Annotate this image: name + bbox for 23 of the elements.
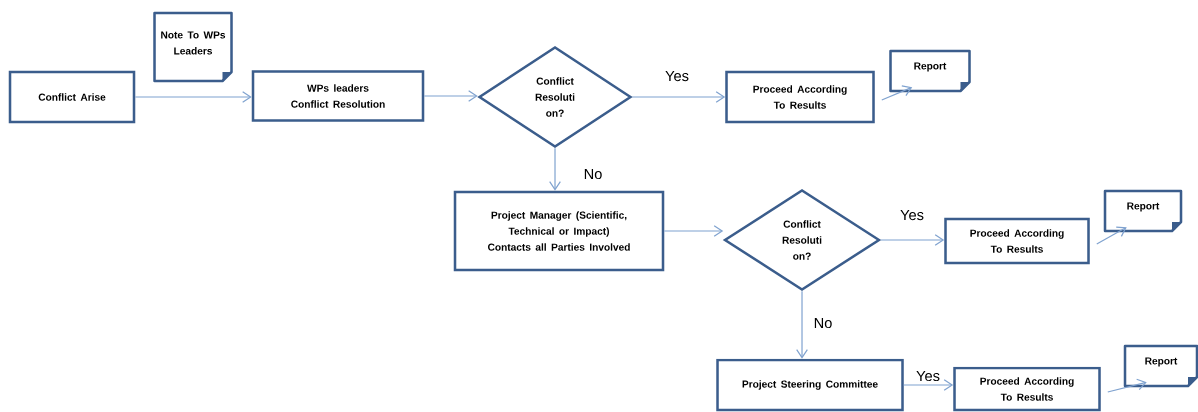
process-box: Proceed According To Results	[953, 366, 1101, 412]
edge-label: Yes	[663, 69, 691, 83]
arrow	[796, 290, 808, 359]
arrow	[903, 379, 954, 391]
arrow	[423, 90, 478, 102]
process-box: Proceed According To Results	[725, 70, 875, 124]
process-box: Proceed According To Results	[944, 217, 1090, 265]
arrow	[549, 147, 561, 191]
arrow	[1096, 226, 1127, 245]
edge-label: No	[812, 316, 834, 330]
arrow	[134, 91, 252, 103]
process-box: WPs leaders Conflict Resolution	[251, 70, 425, 122]
process-box: Conflict Arise	[8, 70, 136, 124]
arrow	[631, 91, 726, 103]
edge-label: Yes	[914, 369, 942, 383]
arrow	[881, 85, 913, 101]
edge-label: No	[582, 167, 604, 181]
arrow	[1107, 378, 1147, 393]
arrow	[663, 225, 724, 237]
edge-label: Yes	[898, 208, 926, 222]
arrow	[880, 234, 945, 246]
process-box: Project Steering Committee	[716, 358, 904, 412]
process-box: Project Manager (Scientific, Technical or Impact) Contacts all Parties Involved	[453, 190, 665, 272]
